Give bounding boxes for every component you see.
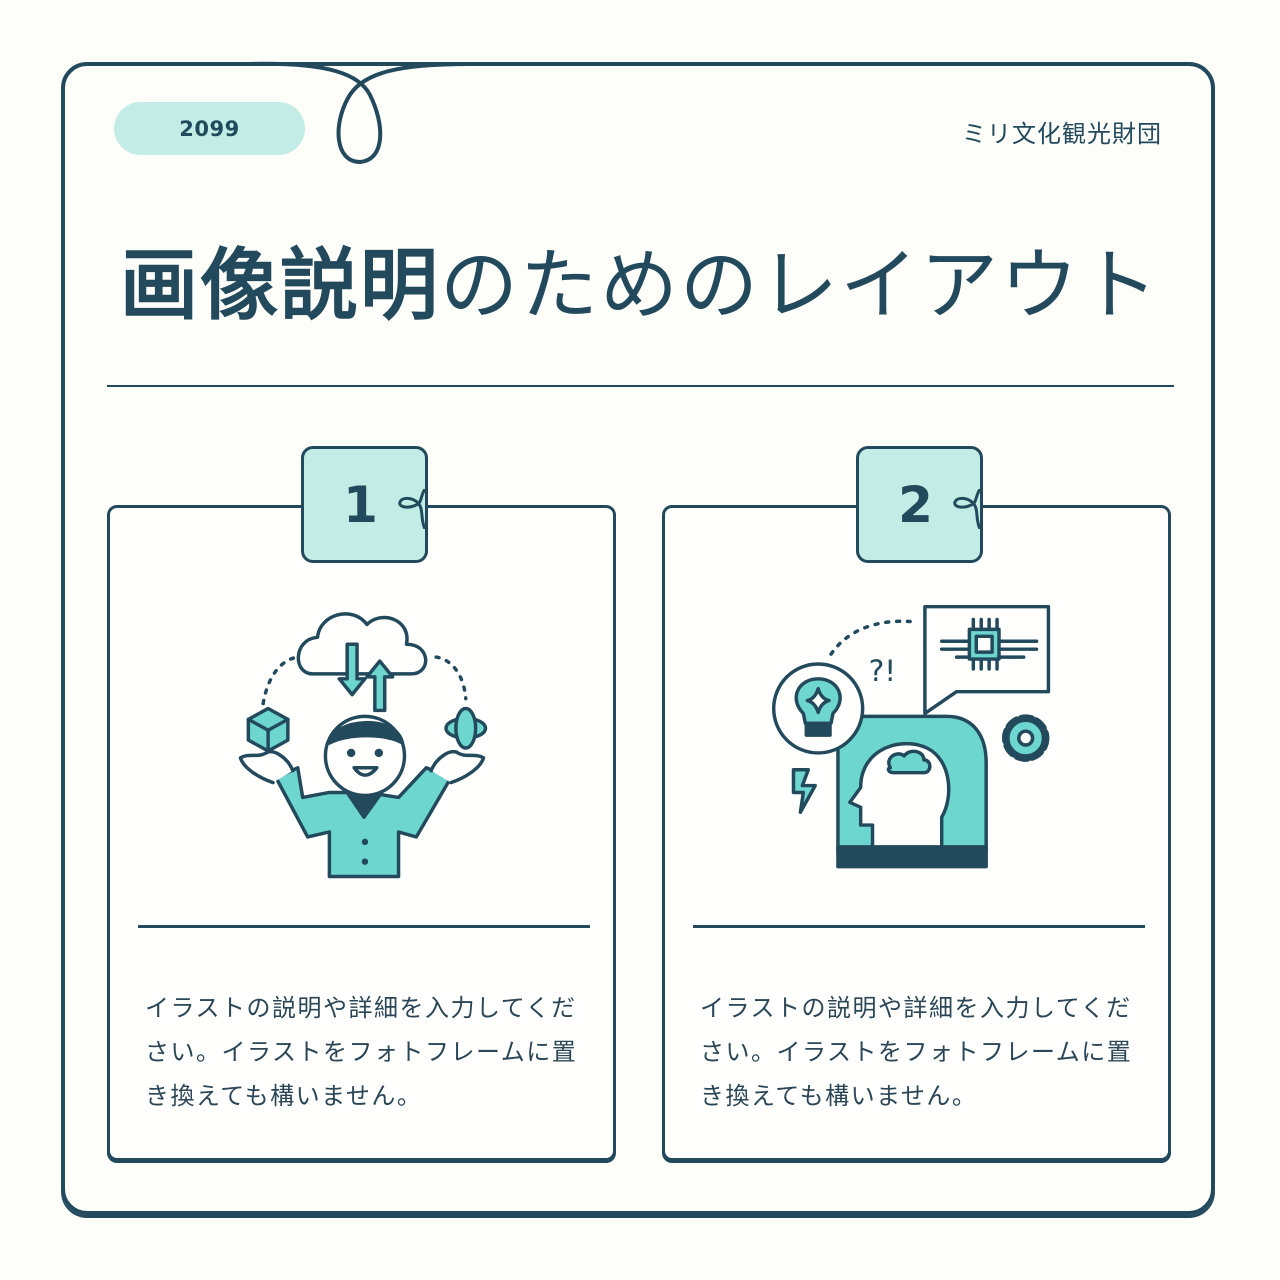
card-description: イラストの説明や詳細を入力してください。イラストをフォトフレームに置き換えても構…: [700, 994, 1133, 1110]
ai-mind-chip-icon: ?!: [771, 604, 1051, 869]
page-title: 画像説明のためのレイアウト: [0, 238, 1280, 334]
title-light-part: のためのレイアウト: [440, 241, 1161, 331]
card-divider: [138, 925, 590, 928]
card-1: 1: [107, 446, 616, 1161]
title-bold-part: 画像説明: [119, 241, 440, 331]
tab-loop-ornament: [398, 489, 427, 529]
card-number: 2: [898, 475, 933, 534]
card-divider: [693, 925, 1145, 928]
card-2: 2 ?!: [662, 446, 1171, 1161]
tab-loop-ornament: [953, 489, 982, 529]
card-number: 1: [343, 475, 378, 534]
card-description: イラストの説明や詳細を入力してください。イラストをフォトフレームに置き換えても構…: [145, 994, 578, 1110]
person-juggling-cloud-icon: [238, 612, 488, 879]
card-number-tab: 2: [856, 446, 983, 563]
year-badge: 2099: [114, 102, 305, 155]
title-divider: [107, 385, 1174, 387]
svg-text:?!: ?!: [869, 653, 897, 688]
organization-name: ミリ文化観光財団: [962, 120, 1162, 148]
outer-frame: [61, 62, 1215, 1215]
card-number-tab: 1: [301, 446, 428, 563]
